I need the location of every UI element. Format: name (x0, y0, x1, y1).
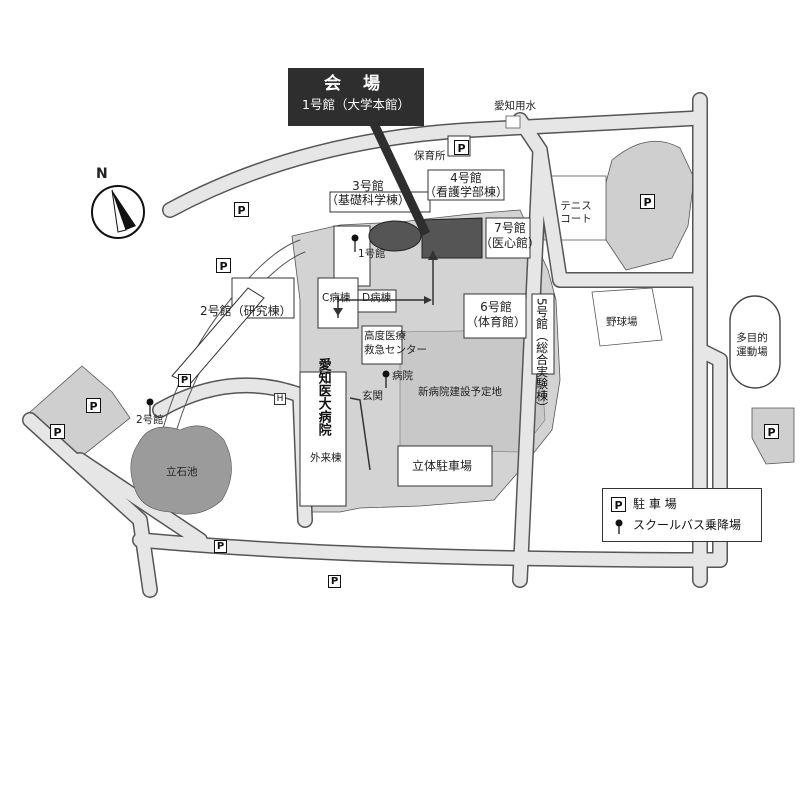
bus-stop-pins (146, 234, 390, 416)
pond (130, 425, 232, 515)
parking-icon: P (454, 140, 469, 155)
map-legend: P 駐 車 場 スクールバス乗降場 (602, 488, 762, 542)
ward-d-label: D病棟 (362, 292, 392, 304)
aichi-canal (505, 115, 521, 129)
west-parking-area (29, 365, 131, 465)
main-hall-oval (368, 220, 422, 252)
tennis-label-2: コート (560, 213, 592, 225)
baseball-label: 野球場 (606, 316, 638, 328)
venue-subtitle: 1号館（大学本館） (302, 97, 410, 112)
field-label-1: 多目的 (736, 332, 768, 344)
field-label-2: 運動場 (736, 346, 768, 358)
legend-parking-icon: P (611, 497, 626, 512)
building-7-name: 7号館 (494, 221, 526, 235)
building-2-label: 2号館（研究棟） (200, 304, 292, 318)
athletic-track (729, 295, 781, 389)
nursery-label: 保育所 (414, 150, 446, 162)
main-hall-building (421, 217, 483, 259)
parking-icon: P (178, 374, 191, 387)
legend-parking-label: 駐 車 場 (633, 497, 677, 511)
new-hospital-label: 新病院建設予定地 (418, 386, 502, 398)
compass-icon (91, 185, 145, 239)
acute-care-label-1: 高度医療 (364, 330, 406, 342)
building-6-sub: （体育館） (465, 315, 527, 329)
venue-pointer (370, 126, 430, 236)
bus-stop-hospital-label: 病院 (392, 370, 413, 382)
parking-icon: P (764, 424, 779, 439)
parking-icon: P (216, 258, 231, 273)
parking-icon: P (640, 194, 655, 209)
venue-title: 会 場 (324, 74, 388, 94)
legend-bus-stop: スクールバス乗降場 (611, 515, 753, 536)
acute-care-label-2: 救急センター (364, 344, 427, 356)
hospital-label: 愛知医大病院 (315, 358, 331, 436)
parking-icon: P (214, 540, 227, 553)
parking-icon: P (234, 202, 249, 217)
building-5-label: 5号館（総合実験棟） (534, 298, 549, 414)
parking-structure-label: 立体駐車場 (412, 459, 473, 473)
parking-icon: P (328, 575, 341, 588)
bus-stop-2go-label: 2号館 (136, 414, 164, 426)
outpatient-label: 外来棟 (310, 452, 342, 464)
parking-icon: P (86, 398, 101, 413)
arrow-head-right (424, 296, 432, 304)
compass-north-label: N (96, 166, 108, 182)
building-4-name: 4号館 (450, 171, 482, 185)
ward-c-label: C病棟 (322, 292, 351, 304)
legend-bus-stop-label: スクールバス乗降場 (633, 518, 742, 532)
bus-stop-pin-icon (615, 519, 623, 534)
tennis-label-1: テニス (560, 200, 592, 212)
arrow-head-up (428, 250, 438, 260)
building-3-sub: （基礎科学棟） (325, 193, 411, 207)
canal-label: 愛知用水 (494, 100, 536, 112)
building-4-sub: （看護学部棟） (423, 185, 509, 199)
bus-stop-1go-label: 1号館 (358, 248, 386, 260)
baseball-field (591, 287, 663, 347)
building-7-sub: （医心館） (479, 236, 541, 250)
pond-label: 立石池 (166, 466, 198, 478)
building-6-name: 6号館 (480, 300, 512, 314)
helipad-icon: H (274, 393, 286, 405)
venue-callout: 会 場 1号館（大学本館） (288, 68, 424, 126)
arrow-head-down (333, 308, 343, 316)
parking-icon: P (50, 424, 65, 439)
building-3-name: 3号館 (352, 179, 384, 193)
route-arrows (337, 255, 434, 471)
legend-parking: P 駐 車 場 (611, 494, 753, 515)
entrance-label: 玄関 (362, 390, 383, 402)
